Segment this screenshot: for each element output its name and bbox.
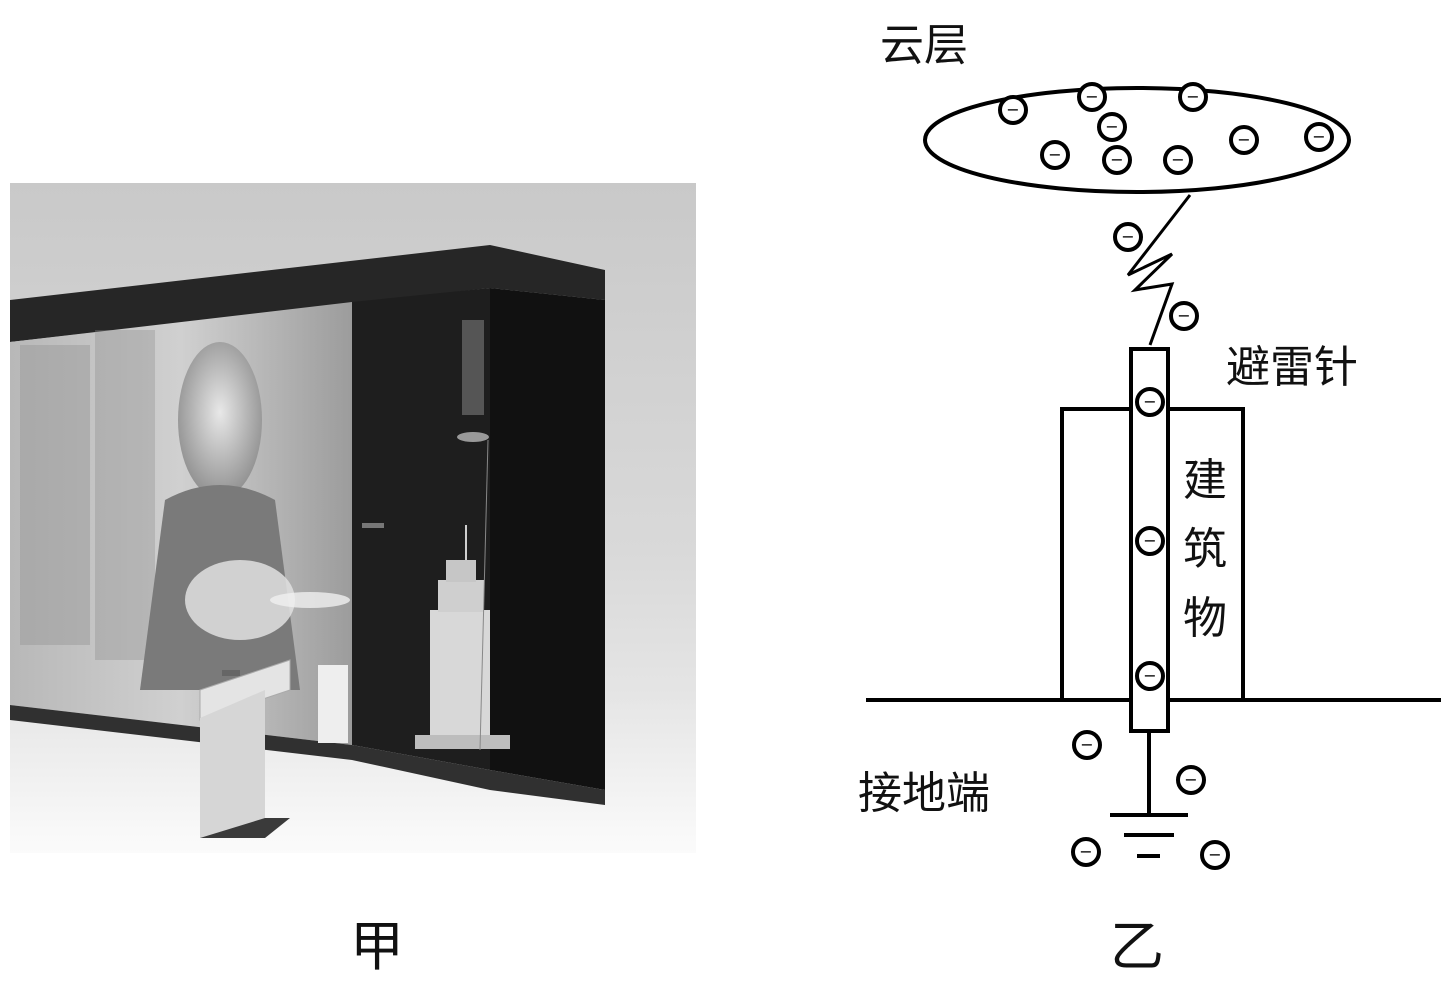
negative-charge-sign: − bbox=[1177, 306, 1190, 325]
negative-charge bbox=[1113, 222, 1143, 252]
negative-charge-sign: − bbox=[1110, 150, 1123, 169]
kiosk-body bbox=[200, 690, 265, 838]
negative-charge bbox=[1169, 301, 1199, 331]
negative-charge-sign: − bbox=[1085, 87, 1098, 106]
screen-background-structure bbox=[95, 330, 155, 660]
negative-charge-sign: − bbox=[1143, 531, 1156, 550]
kiosk-base bbox=[200, 818, 290, 838]
model-base bbox=[415, 735, 510, 749]
negative-charge bbox=[1176, 765, 1206, 795]
negative-charge-sign: − bbox=[1006, 100, 1019, 119]
negative-charge-sign: − bbox=[1208, 845, 1221, 864]
model-building bbox=[430, 610, 490, 740]
cloud-layer bbox=[923, 86, 1351, 194]
negative-charge-sign: − bbox=[1143, 666, 1156, 685]
label-cloud: 云层 bbox=[880, 20, 968, 71]
negative-charge-sign: − bbox=[1105, 117, 1118, 136]
charges-group: −−−−−−−−−−−−−−−−−− bbox=[998, 82, 1334, 870]
negative-charge-sign: − bbox=[1312, 127, 1325, 146]
portrait-face bbox=[178, 342, 262, 498]
negative-charge bbox=[1178, 82, 1208, 112]
negative-charge bbox=[1040, 140, 1070, 170]
model-building-tier bbox=[438, 580, 484, 612]
negative-charge-sign: − bbox=[1048, 145, 1061, 164]
negative-charge bbox=[1072, 730, 1102, 760]
negative-charge bbox=[1071, 837, 1101, 867]
label-building-char: 建 bbox=[1183, 455, 1227, 506]
negative-charge-sign: − bbox=[1143, 392, 1156, 411]
lightning-diagram bbox=[866, 86, 1441, 858]
negative-charge-sign: − bbox=[1171, 150, 1184, 169]
negative-charge-sign: − bbox=[1184, 770, 1197, 789]
negative-charge bbox=[1102, 145, 1132, 175]
negative-charge bbox=[1200, 840, 1230, 870]
kiosk-display bbox=[222, 670, 240, 676]
screen-background-structure bbox=[20, 345, 90, 645]
caption-figure-a: 甲 bbox=[350, 915, 404, 978]
label-building-char: 物 bbox=[1183, 593, 1227, 644]
glow-effect bbox=[270, 592, 350, 608]
exhibit-side bbox=[490, 288, 605, 790]
negative-charge bbox=[1135, 661, 1165, 691]
side-panel bbox=[318, 665, 348, 743]
photo-exhibit bbox=[10, 183, 696, 853]
label-ground-terminal: 接地端 bbox=[858, 768, 990, 819]
exhibit-top-frame bbox=[10, 245, 605, 342]
negative-charge bbox=[1077, 82, 1107, 112]
negative-charge-sign: − bbox=[1186, 87, 1199, 106]
cloud-device-tip bbox=[457, 432, 489, 442]
exhibit-base bbox=[10, 705, 605, 805]
glass-edge bbox=[479, 439, 489, 751]
negative-charge bbox=[1135, 526, 1165, 556]
negative-charge-sign: − bbox=[1237, 130, 1250, 149]
cloud-device bbox=[462, 320, 484, 415]
negative-charge bbox=[1163, 145, 1193, 175]
negative-charge bbox=[1229, 125, 1259, 155]
negative-charge bbox=[1304, 122, 1334, 152]
caption-figure-b: 乙 bbox=[1110, 915, 1164, 978]
model-building-tier bbox=[446, 560, 476, 582]
kiosk-top bbox=[199, 659, 291, 721]
negative-charge bbox=[1135, 387, 1165, 417]
negative-charge-sign: − bbox=[1121, 227, 1134, 246]
negative-charge-sign: − bbox=[1079, 842, 1092, 861]
label-plate bbox=[362, 523, 384, 528]
negative-charge bbox=[998, 95, 1028, 125]
negative-charge-sign: − bbox=[1080, 735, 1093, 754]
negative-charge bbox=[1097, 112, 1127, 142]
lightning-bolt bbox=[1126, 194, 1192, 346]
label-building-char: 筑 bbox=[1183, 524, 1227, 575]
portrait-hands bbox=[185, 560, 295, 640]
label-lightning-rod: 避雷针 bbox=[1226, 342, 1358, 393]
